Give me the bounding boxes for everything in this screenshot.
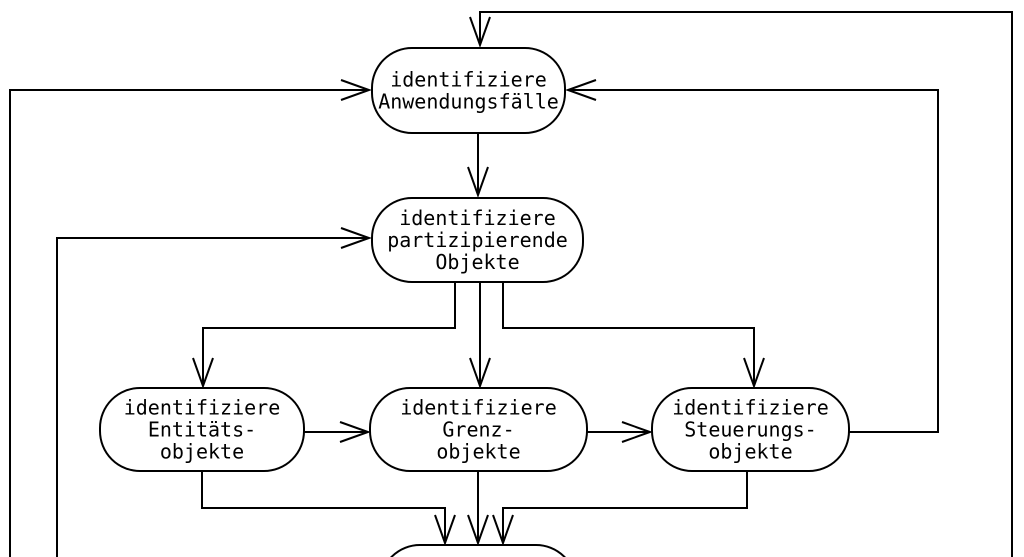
steuerungs-to-bottom-node-arrowhead (492, 514, 514, 546)
left-outer-feedback-to-anwendungsfaelle-arrowhead (340, 79, 372, 101)
partizipierende-to-grenz-arrowhead (469, 357, 491, 389)
right-outer-feedback-to-anwendungsfaelle-top-edge (469, 11, 1013, 557)
identifiziere-anwendungsfaelle-shape (371, 47, 566, 134)
grenz-to-steuerungs-arrowhead (621, 421, 653, 443)
steuerungs-to-bottom-node-line (502, 471, 748, 543)
identifiziere-partizipierende-objekte-label-line: partizipierende (387, 228, 568, 252)
left-outer-feedback-to-anwendungsfaelle-edge (9, 79, 372, 557)
next-step-partial-shape (390, 544, 566, 557)
grenz-to-bottom-node-edge (467, 471, 489, 546)
identifiziere-entitaetsobjekte-label-line: Entitäts- (148, 418, 256, 442)
left-inner-feedback-to-partizipierende-edge (56, 227, 372, 557)
anwendungsfaelle-to-partizipierende-arrowhead (467, 166, 489, 198)
identifiziere-anwendungsfaelle-label-line: identifiziere (390, 68, 547, 92)
identifiziere-entitaetsobjekte-label-line: identifiziere (124, 396, 281, 420)
entitaets-to-bottom-node-arrowhead (434, 514, 456, 546)
identifiziere-grenzobjekte-shape (369, 387, 588, 472)
right-outer-feedback-to-anwendungsfaelle-top-line (479, 11, 1013, 557)
left-outer-feedback-to-anwendungsfaelle-line (9, 89, 369, 557)
steuerungs-feedback-to-anwendungsfaelle-line (568, 89, 939, 433)
identifiziere-steuerungsobjekte-label-line: objekte (708, 440, 792, 464)
identifiziere-steuerungsobjekte-shape (651, 387, 850, 472)
entitaets-to-bottom-node-edge (201, 471, 456, 546)
identifiziere-steuerungsobjekte-label-line: identifiziere (672, 396, 829, 420)
partizipierende-to-entitaets-arrowhead (192, 357, 214, 389)
left-inner-feedback-to-partizipierende-arrowhead (340, 227, 372, 249)
identifiziere-steuerungsobjekte-label-line: Steuerungs- (684, 418, 816, 442)
entitaets-to-grenz-edge (304, 421, 371, 443)
identifiziere-partizipierende-objekte-label-line: Objekte (435, 250, 519, 274)
partizipierende-to-entitaets-edge (192, 283, 456, 389)
entitaets-to-grenz-arrowhead (339, 421, 371, 443)
partizipierende-to-steuerungs-arrowhead (743, 357, 765, 389)
grenz-to-steuerungs-edge (587, 421, 653, 443)
partizipierende-to-steuerungs-line (502, 283, 755, 386)
next-step-partial-node (390, 544, 566, 557)
left-inner-feedback-to-partizipierende-line (56, 237, 369, 557)
identifiziere-partizipierende-objekte-shape (371, 197, 584, 283)
identifiziere-partizipierende-objekte-label-line: identifiziere (399, 206, 556, 230)
identifiziere-grenzobjekte-label-line: objekte (436, 440, 520, 464)
identifiziere-grenzobjekte-label-line: Grenz- (442, 418, 514, 442)
partizipierende-to-entitaets-line (202, 283, 456, 386)
identifiziere-anwendungsfaelle-label-line: Anwendungsfälle (378, 90, 559, 114)
steuerungs-to-bottom-node-edge (492, 471, 748, 546)
steuerungs-feedback-to-anwendungsfaelle-edge (565, 79, 939, 433)
identifiziere-entitaetsobjekte-label-line: objekte (160, 440, 244, 464)
anwendungsfaelle-to-partizipierende-edge (467, 133, 489, 198)
identifiziere-entitaetsobjekte-shape (99, 387, 305, 472)
partizipierende-to-steuerungs-edge (502, 283, 765, 389)
right-outer-feedback-to-anwendungsfaelle-top-arrowhead (469, 16, 491, 48)
entitaets-to-bottom-node-line (201, 471, 446, 543)
grenz-to-bottom-node-arrowhead (467, 514, 489, 546)
steuerungs-feedback-to-anwendungsfaelle-arrowhead (565, 79, 597, 101)
partizipierende-to-grenz-edge (469, 283, 491, 389)
identifiziere-grenzobjekte-label-line: identifiziere (400, 396, 557, 420)
